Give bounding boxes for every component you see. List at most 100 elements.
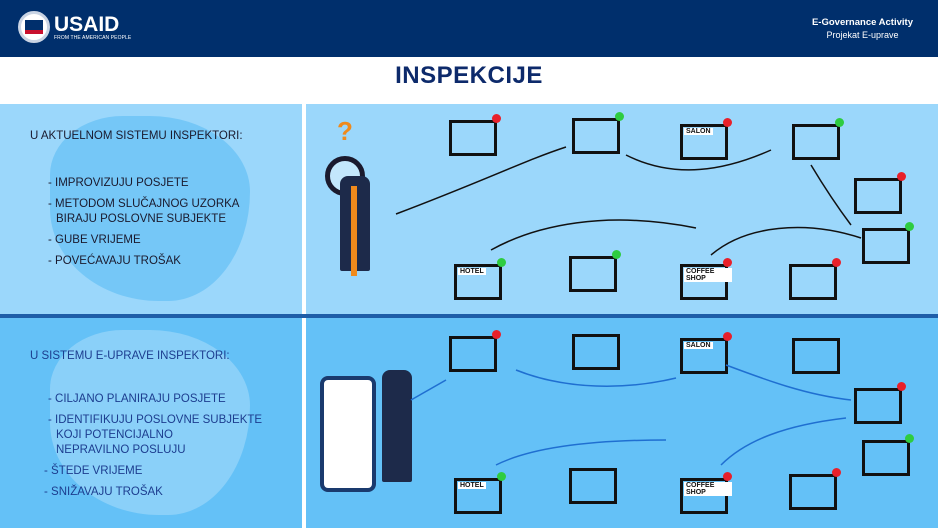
building-label: COFFEE SHOP — [684, 482, 732, 496]
building-outline — [449, 120, 497, 156]
building-label: SALON — [684, 128, 713, 135]
building-outline — [789, 474, 837, 510]
status-dot-icon — [723, 258, 732, 267]
building-outline — [789, 264, 837, 300]
status-dot-icon — [905, 222, 914, 231]
egov-heading: U SISTEMU E-UPRAVE INSPEKTORI: — [30, 350, 230, 362]
car-wash-icon — [850, 170, 906, 216]
status-dot-icon — [832, 258, 841, 267]
building-outline — [454, 478, 502, 514]
current-heading: U AKTUELNOM SISTEMU INSPEKTORI: — [30, 130, 243, 142]
barber-icon — [788, 330, 844, 376]
status-dot-icon — [835, 118, 844, 127]
office-building-icon — [565, 248, 621, 294]
hotel-icon: HOTEL — [450, 470, 506, 516]
status-dot-icon — [497, 472, 506, 481]
inspector-with-tablet — [320, 370, 420, 496]
bih-map-shape — [50, 116, 250, 301]
list-item: - CILJANO PLANIRAJU POSJETE — [48, 393, 226, 405]
building-outline — [454, 264, 502, 300]
status-dot-icon — [905, 434, 914, 443]
header: USAID FROM THE AMERICAN PEOPLE E-Governa… — [0, 0, 938, 57]
status-dot-icon — [897, 172, 906, 181]
project-en: E-Governance Activity — [811, 17, 913, 28]
hotel-icon: HOTEL — [450, 256, 506, 302]
list-item: - SNIŽAVAJU TROŠAK — [44, 486, 163, 498]
list-item: - GUBE VRIJEME — [48, 234, 141, 246]
building-outline — [569, 256, 617, 292]
status-dot-icon — [723, 472, 732, 481]
logo-text: USAID — [54, 12, 120, 36]
status-dot-icon — [492, 330, 501, 339]
route-arrow — [710, 226, 862, 256]
status-dot-icon — [723, 118, 732, 127]
building-outline — [680, 338, 728, 374]
divider — [302, 318, 306, 528]
project-name: E-Governance Activity Projekat E-uprave — [812, 16, 913, 42]
status-dot-icon — [492, 114, 501, 123]
list-item: - ŠTEDE VRIJEME — [44, 465, 143, 477]
status-dot-icon — [615, 112, 624, 121]
building-outline — [680, 124, 728, 160]
building-outline — [680, 478, 728, 514]
project-local: Projekat E-uprave — [826, 30, 899, 40]
current-list: - IMPROVIZUJU POSJETE - METODOM SLUČAJNO… — [48, 176, 239, 275]
coffee-shop-icon: COFFEE SHOP — [676, 256, 732, 302]
building-outline — [792, 338, 840, 374]
section-separator — [0, 314, 938, 318]
gas-station-icon — [858, 220, 914, 266]
route-arrow — [410, 379, 447, 401]
building-outline — [569, 468, 617, 504]
magnifier-handle — [351, 186, 357, 276]
bike-shop-icon — [568, 110, 624, 156]
building-label: HOTEL — [458, 482, 486, 489]
list-item: BIRAJU POSLOVNE SUBJEKTE — [56, 213, 226, 225]
building-outline — [572, 118, 620, 154]
factory-icon — [785, 256, 841, 302]
usaid-logo: USAID FROM THE AMERICAN PEOPLE — [18, 11, 131, 43]
building-outline — [449, 336, 497, 372]
current-system-section: U AKTUELNOM SISTEMU INSPEKTORI: - IMPROV… — [0, 104, 938, 314]
building-outline — [862, 228, 910, 264]
question-mark-icon: ? — [337, 116, 353, 146]
status-dot-icon — [723, 332, 732, 341]
list-item: NEPRAVILNO POSLUJU — [56, 444, 186, 456]
building-outline — [572, 334, 620, 370]
bike-shop-icon — [568, 326, 624, 372]
building-outline — [854, 388, 902, 424]
tablet-icon — [320, 376, 376, 492]
usaid-seal-icon — [18, 11, 50, 43]
office-building-icon — [565, 460, 621, 506]
salon-icon: SALON — [676, 116, 732, 162]
logo-subtitle: FROM THE AMERICAN PEOPLE — [54, 34, 132, 41]
route-arrows — [395, 146, 862, 466]
list-item: - IDENTIFIKUJU POSLOVNE SUBJEKTE — [48, 414, 263, 426]
salon-icon: SALON — [676, 330, 732, 376]
route-arrow — [490, 219, 697, 251]
egov-section: U SISTEMU E-UPRAVE INSPEKTORI: - CILJANO… — [0, 318, 938, 528]
person-body — [382, 370, 412, 482]
list-item: - POVEĆAVAJU TROŠAK — [48, 255, 181, 267]
route-arrow — [720, 417, 847, 466]
route-arrow — [515, 369, 677, 387]
factory-icon — [785, 466, 841, 512]
building-outline — [862, 440, 910, 476]
building-outline — [680, 264, 728, 300]
status-dot-icon — [497, 258, 506, 267]
status-dot-icon — [832, 468, 841, 477]
building-label: HOTEL — [458, 268, 486, 275]
status-dot-icon — [897, 382, 906, 391]
page-title: INSPEKCIJE — [395, 62, 543, 89]
gas-station-icon — [858, 432, 914, 478]
building-outline — [792, 124, 840, 160]
bih-map-shape — [50, 330, 250, 515]
inspector-with-magnifier: ? — [325, 116, 385, 286]
coffee-shop-icon: COFFEE SHOP — [676, 470, 732, 516]
route-arrow — [495, 439, 667, 466]
list-item: KOJI POTENCIJALNO — [56, 429, 173, 441]
route-arrow — [625, 149, 772, 171]
route-arrow — [810, 164, 852, 226]
barber-icon — [788, 116, 844, 162]
list-item: - IMPROVIZUJU POSJETE — [48, 177, 189, 189]
route-arrow — [725, 364, 852, 401]
